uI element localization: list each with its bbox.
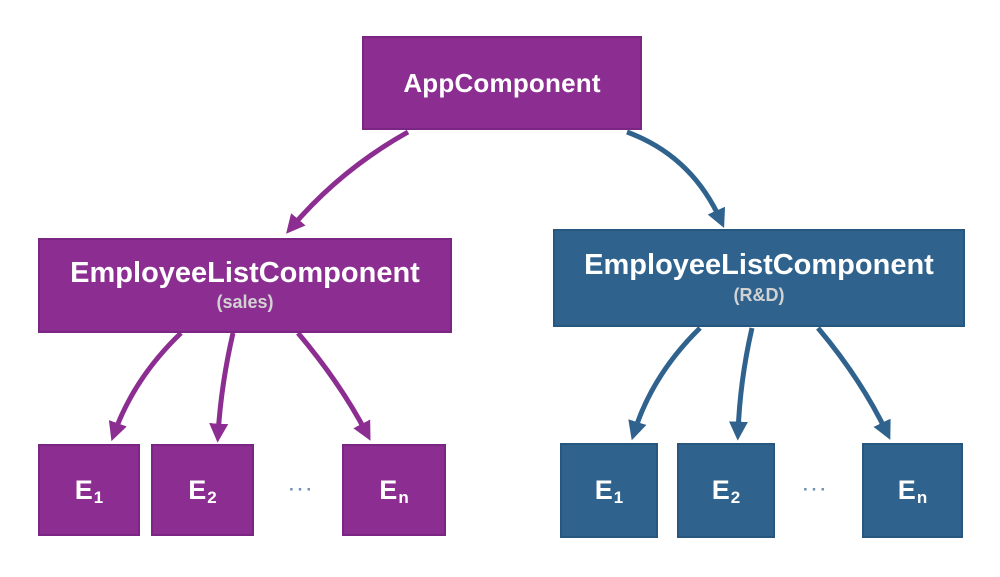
- node-app-component-label: AppComponent: [403, 67, 601, 98]
- sales-ellipsis-text: ···: [289, 480, 315, 499]
- node-app-component: AppComponent: [362, 36, 642, 130]
- arrow-app-to-sales-list: [286, 129, 410, 234]
- arrow-rnd-to-e1: [628, 326, 702, 441]
- e2-subscript: 2: [730, 488, 741, 507]
- arrow-sales-to-en: [296, 331, 371, 441]
- arrow-app-to-rnd-list: [626, 129, 726, 228]
- en-subscript: n: [398, 487, 409, 507]
- e2-base: E: [711, 475, 730, 505]
- sales-ellipsis: ···: [278, 470, 326, 510]
- en-subscript: n: [916, 488, 928, 507]
- e1-subscript: 1: [613, 488, 624, 507]
- node-employee-list-sales-title: EmployeeListComponent: [70, 256, 420, 289]
- node-employee-list-rnd-subtitle: (R&D): [733, 284, 785, 305]
- node-employee-list-rnd-title: EmployeeListComponent: [584, 249, 934, 282]
- rnd-ellipsis: ···: [792, 470, 840, 510]
- rnd-ellipsis-text: ···: [803, 480, 829, 499]
- node-employee-list-sales: EmployeeListComponent (sales): [38, 238, 452, 333]
- arrow-rnd-to-en: [816, 326, 891, 440]
- arrow-sales-to-e1: [108, 331, 183, 442]
- node-employee-list-sales-subtitle: (sales): [216, 292, 274, 313]
- arrow-rnd-to-e2: [728, 327, 755, 441]
- en-base: E: [897, 475, 916, 505]
- e2-base: E: [188, 474, 207, 505]
- e2-subscript: 2: [207, 487, 217, 507]
- e1-base: E: [74, 474, 93, 505]
- arrow-sales-to-e2: [209, 332, 236, 443]
- en-base: E: [379, 474, 398, 505]
- node-employee-list-rnd: EmployeeListComponent (R&D): [553, 229, 965, 327]
- e1-subscript: 1: [93, 487, 104, 507]
- e1-base: E: [594, 475, 613, 505]
